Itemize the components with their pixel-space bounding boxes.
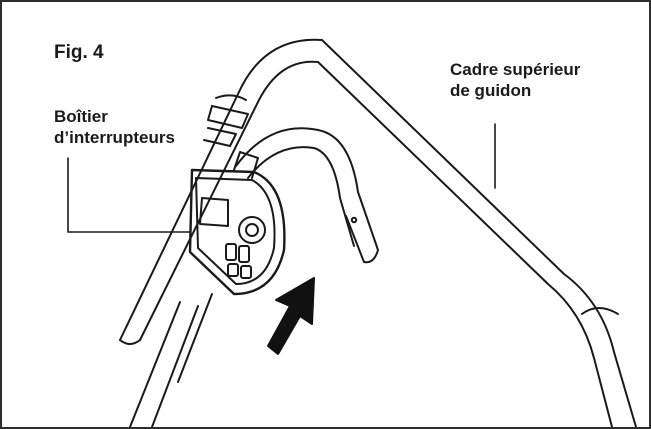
mounting-hook <box>235 127 379 264</box>
figure-title: Fig. 4 <box>54 42 104 63</box>
upper-handlebar-frame <box>119 38 637 427</box>
upper-frame-label-line-1: Cadre supérieur <box>450 60 581 79</box>
lower-frame-rail <box>129 293 213 427</box>
switch-box-label-line-2: d’interrupteurs <box>54 128 175 147</box>
cable-clips <box>203 94 249 147</box>
leader-lines <box>67 123 496 233</box>
switch-box-label-line-1: Boîtier <box>54 107 108 126</box>
upper-frame-label-line-2: de guidon <box>450 81 532 100</box>
switch-housing <box>188 151 286 296</box>
switch-box-label: Boîtier d’interrupteurs <box>54 106 175 148</box>
upper-frame-label: Cadre supérieur de guidon <box>450 59 580 101</box>
push-direction-arrow-icon <box>267 277 315 355</box>
